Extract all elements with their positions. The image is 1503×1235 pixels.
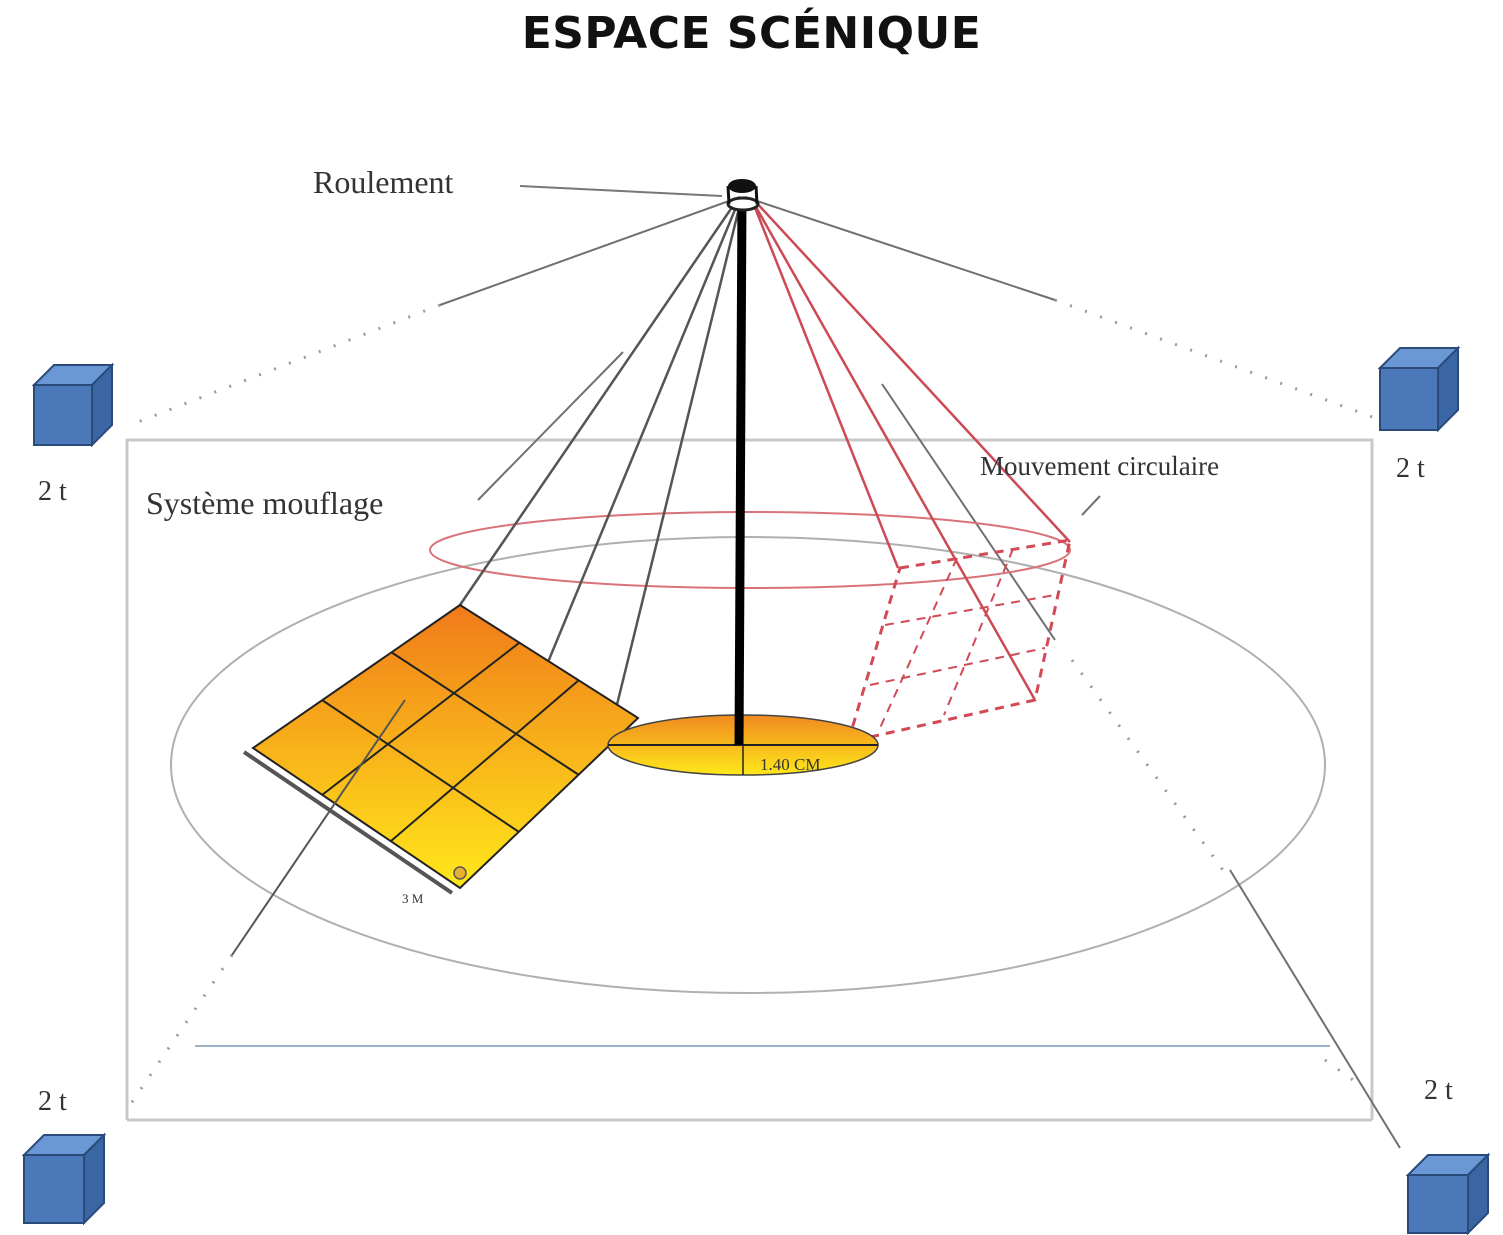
roulement-pointer <box>519 185 723 197</box>
mouflage-label: Système mouflage <box>146 485 383 521</box>
blue-cube-icon <box>31 362 115 448</box>
blue-cube-icon <box>1377 345 1461 433</box>
weight-label-bottom-left: 2 t <box>38 1086 67 1117</box>
ghost-platform <box>845 538 1072 745</box>
stage-frame <box>125 438 1374 1122</box>
weight-label-top-right: 2 t <box>1396 453 1425 484</box>
blue-cube-icon <box>1405 1152 1491 1235</box>
guy-lines <box>439 196 1401 1149</box>
central-mast <box>734 197 747 746</box>
floor-circle <box>170 536 1326 994</box>
weight-label-top-left: 2 t <box>38 476 67 507</box>
mouvement-label: Mouvement circulaire <box>980 451 1219 481</box>
weight-label-bottom-right: 2 t <box>1424 1075 1453 1106</box>
page-title: ESPACE SCÉNIQUE <box>521 8 982 59</box>
square-size-label: 3 M <box>402 891 424 906</box>
roulement-label: Roulement <box>313 164 454 200</box>
square-platform <box>242 603 640 895</box>
circular-orbit <box>429 511 1071 589</box>
guy-lines-dotted <box>128 298 1376 1106</box>
suspension-cables-right <box>750 199 1071 701</box>
mouflage-pointer <box>231 699 406 956</box>
blue-cube-icon <box>21 1132 107 1226</box>
disc-size-label: 1.40 CM <box>760 755 820 774</box>
bearing-icon <box>726 179 760 212</box>
